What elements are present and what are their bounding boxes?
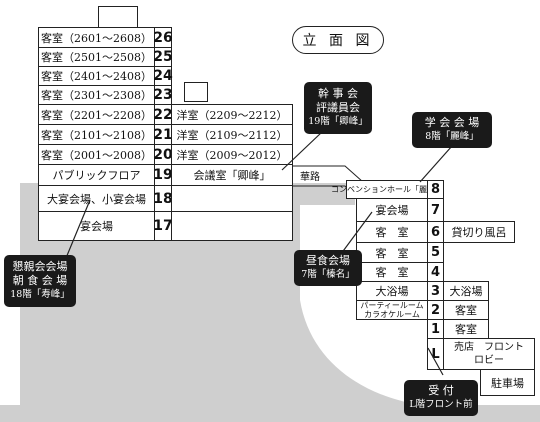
- callout-board-sub: 19階「卿峰」: [308, 116, 368, 127]
- callout-reception-line1: 懇親会会場: [12, 260, 68, 273]
- callout-registration-line1: 受 付: [428, 384, 454, 397]
- diagram-title: 立 面 図: [292, 26, 384, 54]
- corridor-label: 華路: [300, 172, 320, 183]
- callout-conference-line1: 学 会 会 場: [424, 116, 480, 129]
- callout-lunch-venue: 昼食会場 7階「榛名」: [294, 250, 362, 286]
- floor-17-number: 17: [153, 211, 173, 241]
- floor-21-number: 21: [153, 124, 173, 145]
- floor-26-rooms: 客室（2601〜2608）: [38, 27, 155, 48]
- floor-17-extension: [171, 211, 293, 241]
- floor-18-banquet: 大宴会場、小宴会場: [38, 185, 155, 212]
- floor-7-number: 7: [427, 198, 444, 222]
- floor-20-rooms: 客室（2001〜2008）: [38, 144, 155, 165]
- floor-19-number: 19: [153, 164, 173, 186]
- floor-6-rooms: 客 室: [356, 221, 428, 243]
- floor-24-number: 24: [153, 66, 173, 86]
- party-room-label: パーティールーム: [360, 301, 424, 310]
- floor-24-rooms: 客室（2401〜2408）: [38, 66, 155, 86]
- floor-22-rooms: 客室（2201〜2208）: [38, 104, 155, 125]
- floor-23-number: 23: [153, 85, 173, 105]
- karaoke-room-label: カラオケルーム: [364, 310, 420, 319]
- floor-2-party: パーティールーム カラオケルーム: [356, 300, 428, 320]
- floor-22-number: 22: [153, 104, 173, 125]
- parking: 駐車場: [480, 369, 535, 396]
- floor-l-number: L: [427, 338, 444, 370]
- lobby-label: ロビー: [474, 355, 504, 366]
- callout-board-line1: 幹 事 会: [318, 87, 358, 100]
- private-bath: 貸切り風呂: [443, 221, 515, 243]
- annex-rooftop: [184, 82, 208, 102]
- floor-4-rooms: 客 室: [356, 262, 428, 282]
- floor-19-public: パブリックフロア: [38, 164, 155, 186]
- callout-board-line2: 評議員会: [316, 101, 360, 114]
- floor-25-number: 25: [153, 47, 173, 67]
- callout-lunch-line1: 昼食会場: [306, 254, 350, 267]
- callout-board-meeting: 幹 事 会 評議員会 19階「卿峰」: [304, 82, 372, 134]
- callout-registration: 受 付 L階フロント前: [404, 380, 478, 416]
- meeting-room-19: 会議室「卿峰」: [171, 164, 293, 186]
- callout-reception-breakfast: 懇親会会場 朝 食 会 場 18階「寿峰」: [4, 255, 76, 307]
- floor-17-banquet: 宴会場: [38, 211, 155, 241]
- callout-conference-sub: 8階「麗峰」: [425, 131, 479, 142]
- callout-reception-sub: 18階「寿峰」: [10, 289, 70, 300]
- callout-registration-sub: L階フロント前: [409, 399, 473, 410]
- floor-5-rooms: 客 室: [356, 242, 428, 263]
- shop-front-label: 売店 フロント: [454, 342, 524, 353]
- callout-conference-venue: 学 会 会 場 8階「麗峰」: [412, 112, 492, 148]
- floor-2-rooms: 客室: [443, 300, 489, 320]
- callout-lunch-sub: 7階「榛名」: [301, 269, 355, 280]
- callout-reception-line2: 朝 食 会 場: [12, 274, 68, 287]
- floor-20-number: 20: [153, 144, 173, 165]
